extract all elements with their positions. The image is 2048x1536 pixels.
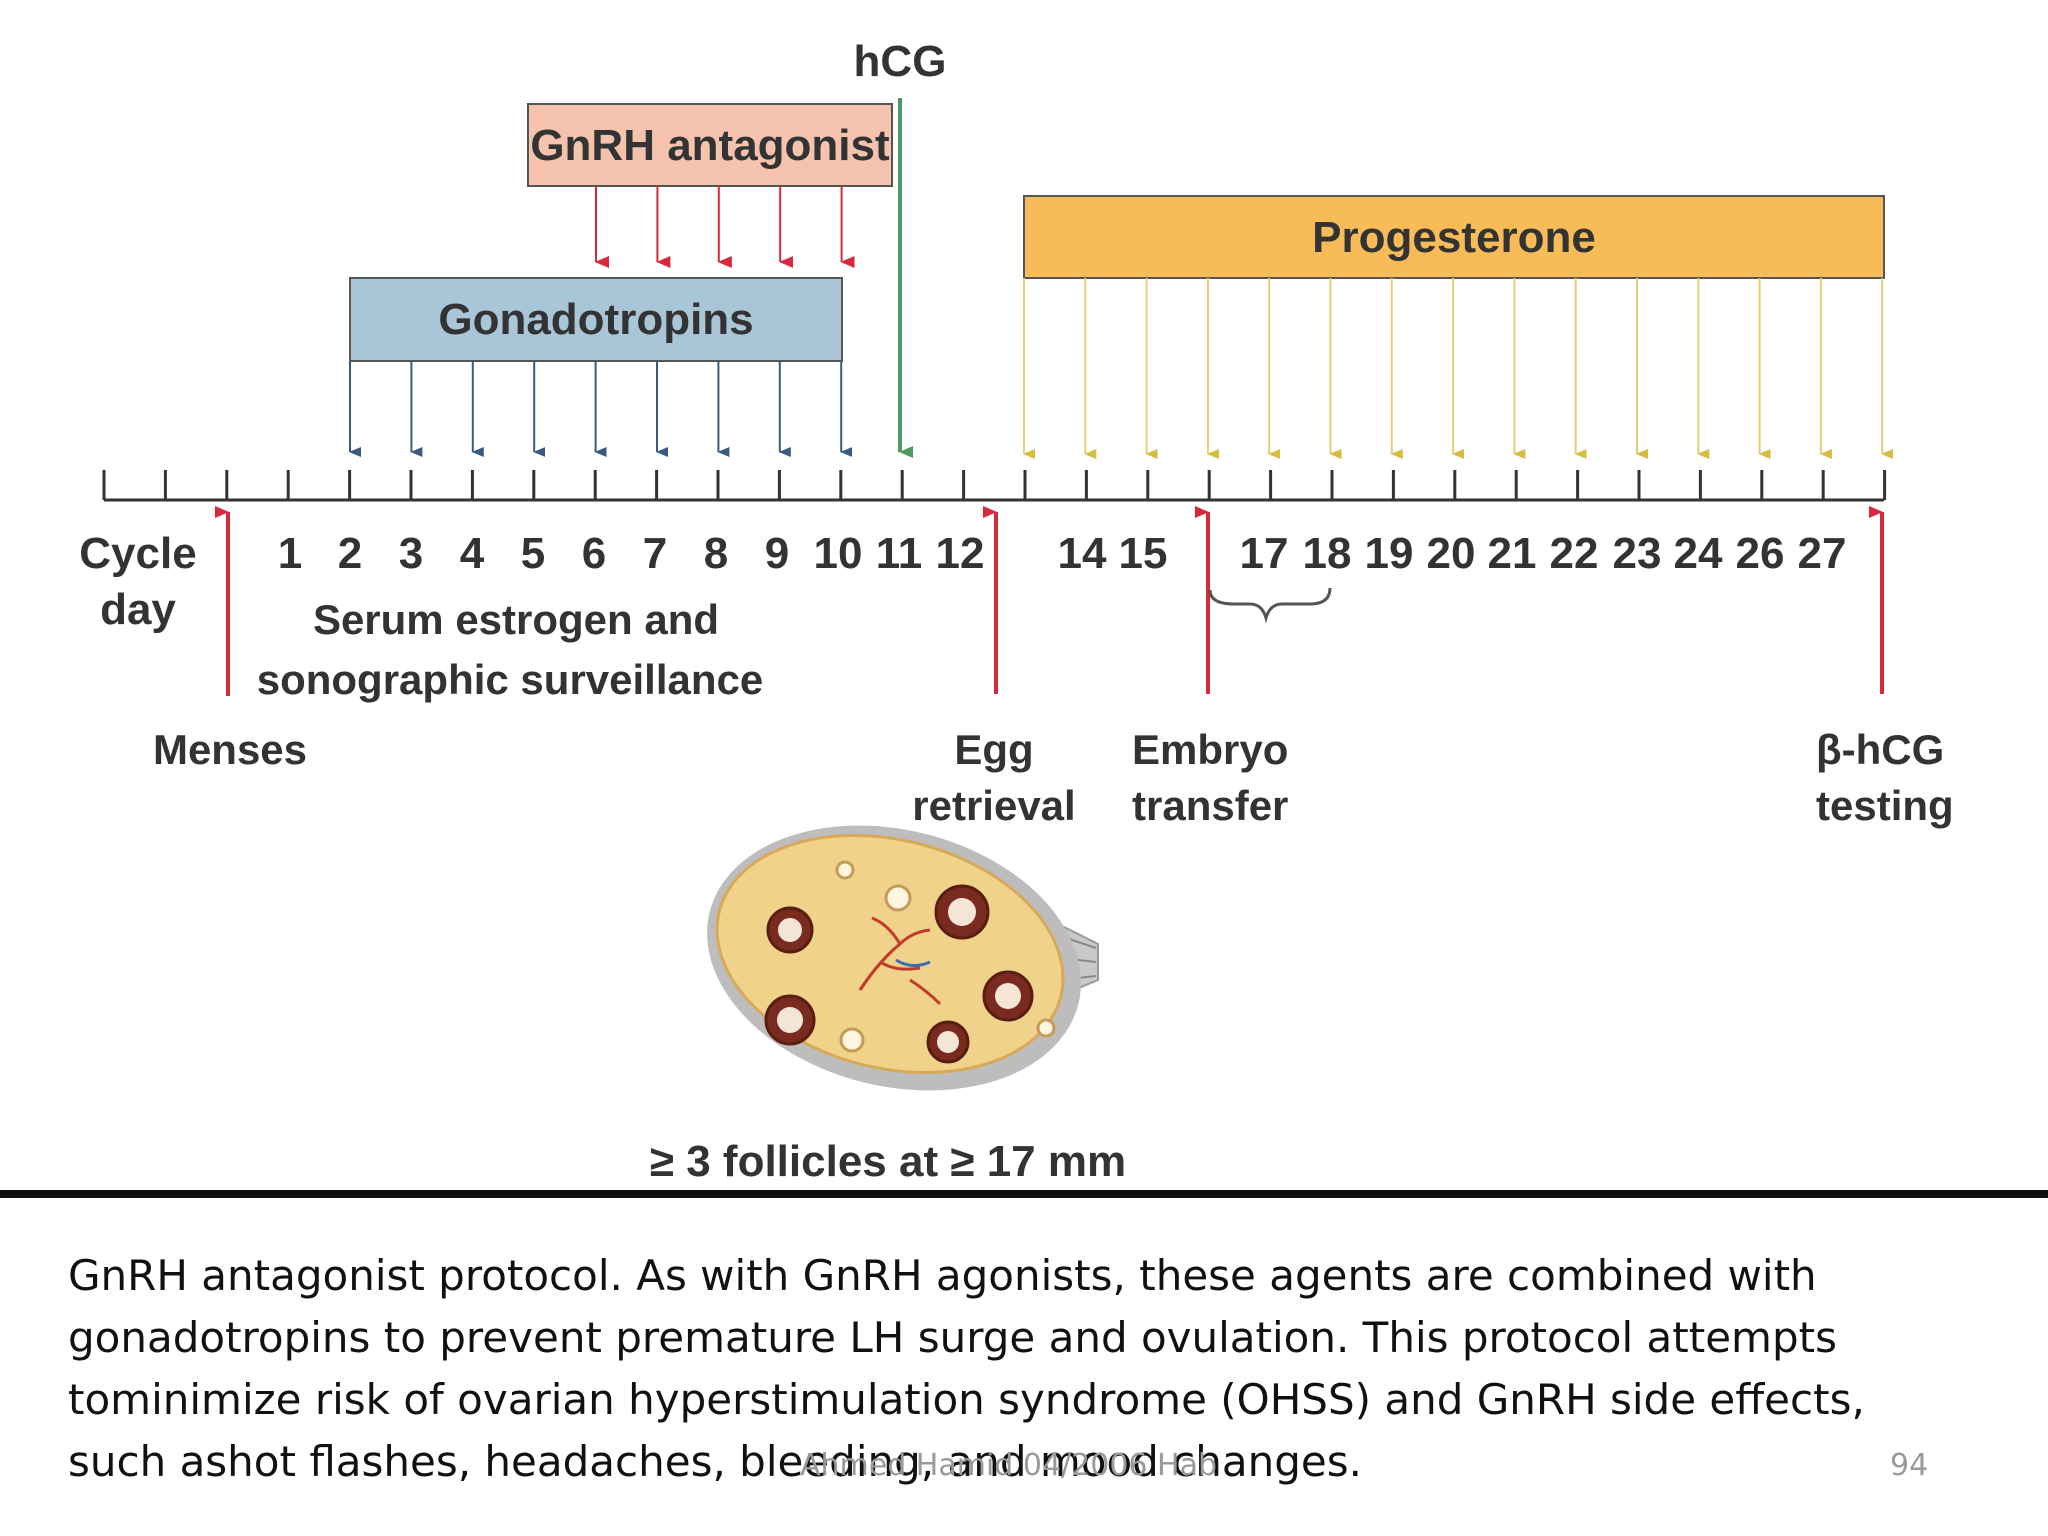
day-number-label: 10 [814,529,863,578]
gonadotropin-arrows [349,361,853,457]
embryo-transfer-line1: Embryo [1132,726,1288,773]
bhcg-line1: β-hCG [1816,726,1944,773]
section-divider [0,1190,2048,1198]
day-number-label: 26 [1736,529,1785,578]
gonadotropins-bar [349,277,843,362]
day-number-label: 6 [582,529,606,578]
page-number: 94 [1890,1448,1929,1483]
day-number-label: 18 [1303,529,1352,578]
egg-retrieval-line2: retrieval [912,782,1075,829]
day-number-label: 3 [399,529,423,578]
day-number-label: 11 [876,529,923,578]
caption-line-2: gonadotropins to prevent premature LH su… [68,1313,1837,1362]
day-number-label: 17 [1240,529,1289,578]
surveillance-line2: sonographic surveillance [257,656,764,703]
day-number-label: 20 [1427,529,1476,578]
day-number-label: 22 [1550,529,1599,578]
gnrh-antagonist-bar [527,103,893,187]
day-number-label: 7 [643,529,667,578]
day-number-label: 19 [1365,529,1414,578]
day-number-label: 24 [1674,529,1723,578]
day-number-label: 9 [765,529,789,578]
caption-line-3: tominimize risk of ovarian hyperstimulat… [68,1375,1865,1424]
day-number-label: 8 [704,529,728,578]
day-number-label: 21 [1488,529,1537,578]
day-number-label: 15 [1119,529,1168,578]
day-number-label: 27 [1798,529,1847,578]
day-number-label: 12 [936,529,985,578]
antagonist-arrows [595,186,855,268]
embryo-transfer-line2: transfer [1132,782,1288,829]
day-number-label: 5 [521,529,545,578]
bhcg-line2: testing [1816,782,1954,829]
menses-label: Menses [153,726,307,773]
follicles-label: ≥ 3 follicles at ≥ 17 mm [650,1137,1126,1186]
day-number-label: 4 [460,529,485,578]
footer-credit: Ahmed Hamid 04/2006 Hab [800,1448,1218,1483]
day-number-label: 2 [338,529,362,578]
progesterone-label: Progesterone [1312,213,1596,262]
caption-line-4: such ashot flashes, headaches, bleeding,… [68,1437,1362,1486]
day-number-label: 1 [278,529,302,578]
caption: GnRH antagonist protocol. As with GnRH a… [68,1245,1908,1493]
axis-label-cycle: Cycle [79,529,196,578]
gnrh-antagonist-label: GnRH antagonist [530,121,890,170]
progesterone-arrows [1023,278,1894,459]
axis-label-day: day [100,585,176,634]
day-number-label: 23 [1613,529,1662,578]
surveillance-line1: Serum estrogen and [313,596,719,643]
timeline-ticks [102,470,1887,500]
caption-line-1: GnRH antagonist protocol. As with GnRH a… [68,1251,1817,1300]
brace-days-17-18 [1208,587,1332,624]
hcg-label: hCG [854,37,947,86]
gonadotropins-label: Gonadotropins [438,295,753,344]
ovary-illustration [707,825,1099,1091]
egg-retrieval-line1: Egg [954,726,1033,773]
day-number-label: 14 [1058,529,1107,578]
